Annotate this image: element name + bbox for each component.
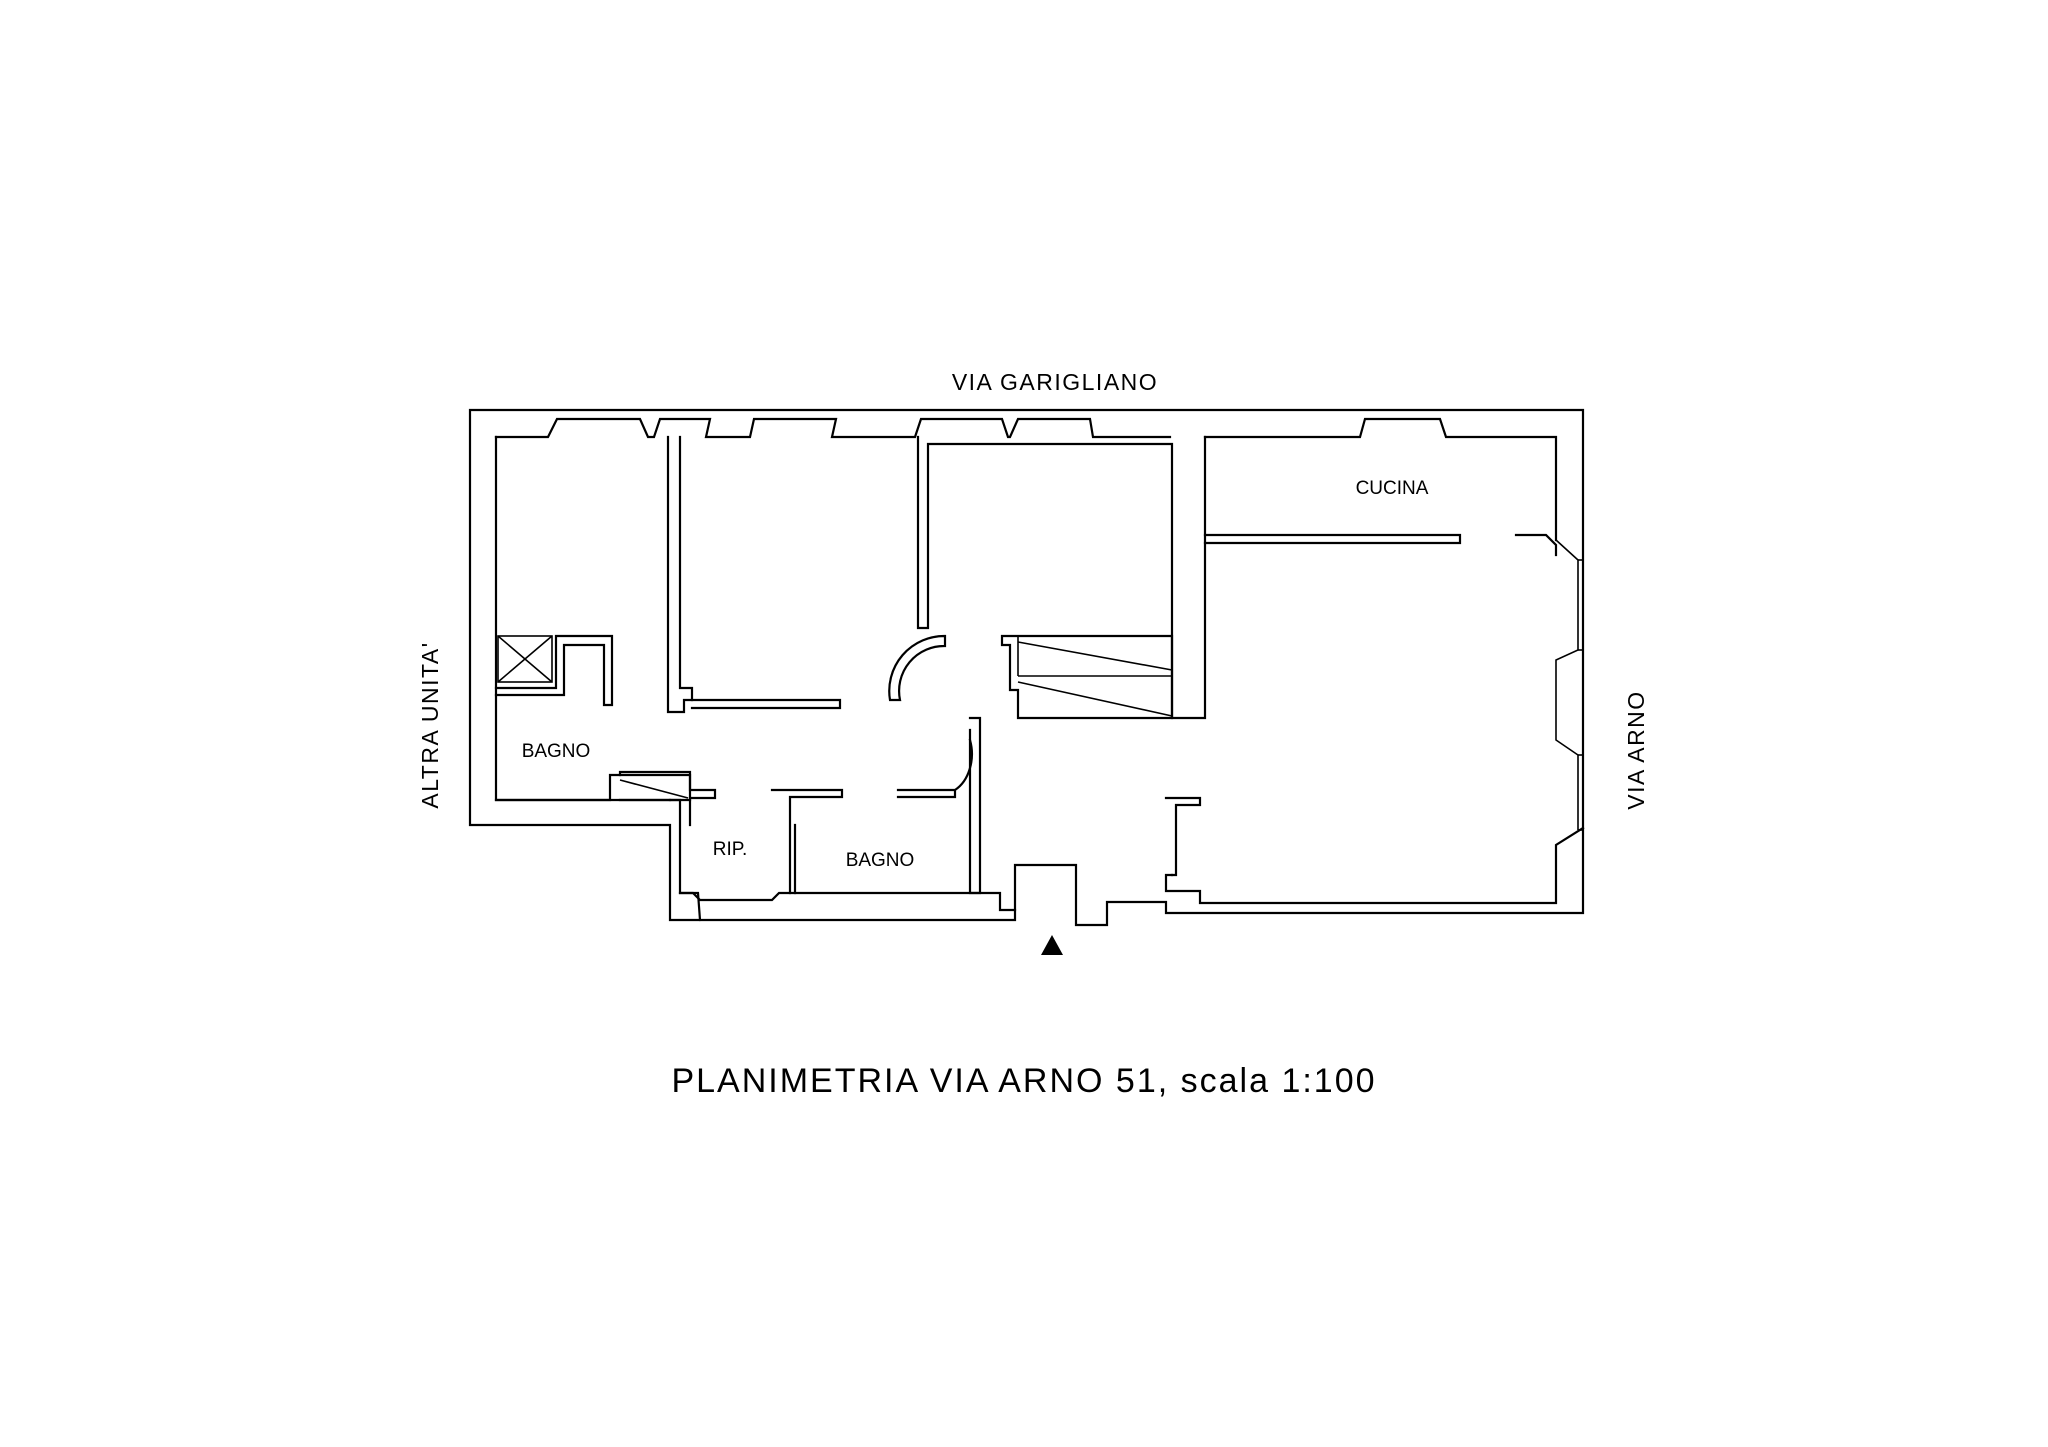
- street-label-top: VIA GARIGLIANO: [952, 369, 1158, 395]
- shaft-box: [497, 635, 553, 683]
- wall-kitchen-bottom: [1203, 533, 1462, 545]
- door-arc-hall: [888, 634, 947, 702]
- wall-entrance-right: [1164, 796, 1202, 877]
- wall-bagno-center: [896, 788, 957, 799]
- room-label-bagno-center: BAGNO: [846, 850, 915, 871]
- wall-bagno-left-bottom: [494, 770, 717, 827]
- wall-room2-bottom: [690, 698, 842, 710]
- wall-bagno-left-top: [494, 634, 614, 707]
- wall-room1-room2: [666, 435, 694, 714]
- closet-outline: [1000, 634, 1174, 720]
- bottom-wall-inner-center: [793, 891, 1017, 912]
- outer-wall-inner-right: [1203, 417, 1558, 542]
- room-label-bagno-left: BAGNO: [522, 741, 591, 762]
- room-label-cucina: CUCINA: [1356, 478, 1429, 499]
- window-right-1: [1555, 539, 1579, 830]
- bottom-wall-inner-left: [678, 823, 797, 902]
- closet-diagonal-2: [1017, 681, 1173, 717]
- street-label-right: VIA ARNO: [1623, 690, 1649, 809]
- wall-kitchen-door: [1514, 533, 1558, 557]
- wall-rip-right: [770, 788, 844, 895]
- room-label-ripostiglio: RIP.: [713, 839, 748, 860]
- drawing-caption: PLANIMETRIA VIA ARNO 51, scala 1:100: [671, 1062, 1377, 1100]
- wall-room2-room3: [916, 435, 1207, 720]
- shower-box: [618, 773, 692, 802]
- bottom-wall-inner-right: [1164, 826, 1585, 905]
- closet-diagonal-1: [1017, 641, 1173, 671]
- shower-diagonal: [619, 779, 689, 799]
- shaft-cross-2: [497, 635, 553, 683]
- interior-walls: [494, 435, 1558, 895]
- right-windows: [1555, 539, 1583, 831]
- outer-wall-inner-left: [494, 417, 1172, 439]
- street-label-left: ALTRA UNITA': [417, 641, 443, 808]
- left-lower-wall: [668, 798, 702, 922]
- outer-walls: [468, 408, 1585, 927]
- entrance-arrow-icon: [1041, 935, 1063, 955]
- outer-wall-outer-line: [468, 408, 1585, 927]
- wall-bagno-center-right: [968, 716, 982, 895]
